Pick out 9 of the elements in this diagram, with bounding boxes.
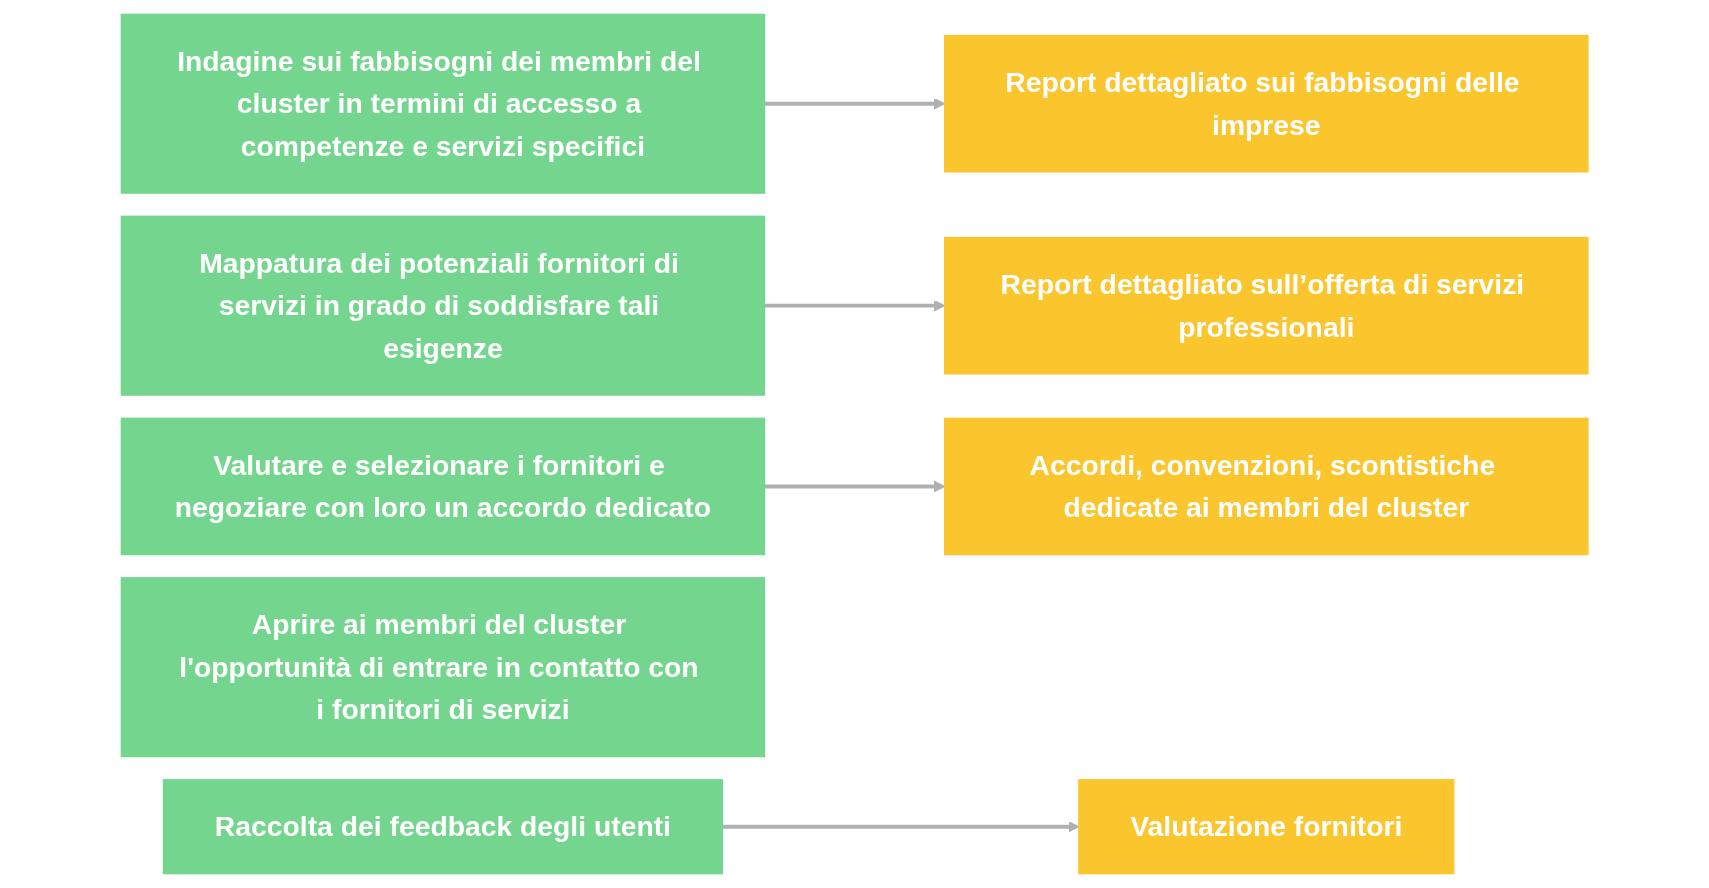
node-box: Raccolta dei feedback degli utenti (162, 779, 723, 875)
node-box: Report dettagliato sull’offerta di servizi professionali (943, 236, 1589, 375)
node-box: Valutazione fornitori (1078, 779, 1455, 875)
node-box: Aprire ai membri del cluster l'opportunità di entrare in contatto con i fornitori di servizi (120, 577, 766, 758)
node-box: Mappatura dei potenziali fornitori di servizi in grado di soddisfare tali esigenze (120, 215, 766, 396)
node-box: Accordi, convenzioni, scontistiche dedicate ai membri del cluster (943, 417, 1589, 556)
node-box: Valutare e selezionare i fornitori e negoziare con loro un accordo dedicato (120, 417, 766, 556)
node-box: Indagine sui fabbisogni dei membri del cluster in termini di accesso a competenze e servizi specifici (120, 13, 766, 194)
node-box: Report dettagliato sui fabbisogni delle imprese (943, 34, 1589, 173)
